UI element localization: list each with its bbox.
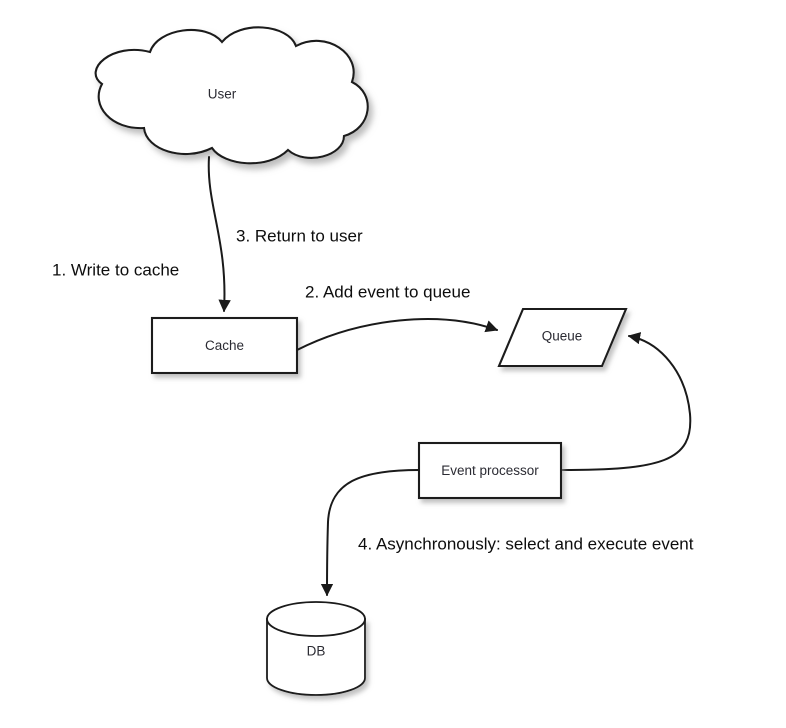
node-queue[interactable]: Queue [497, 307, 628, 368]
edge-processor-to-db [320, 469, 420, 597]
node-db-label: DB [307, 644, 326, 659]
edge-label-step-3: 3. Return to user [236, 226, 363, 245]
edge-cache-to-queue [296, 318, 499, 351]
node-db[interactable]: DB [266, 601, 366, 696]
edge-label-step-1: 1. Write to cache [52, 260, 179, 279]
node-queue-label: Queue [542, 329, 583, 344]
edge-label-step-4: 4. Asynchronously: select and execute ev… [358, 534, 694, 553]
node-user-label: User [208, 87, 237, 102]
node-cache[interactable]: Cache [150, 316, 299, 375]
node-user[interactable]: User [94, 26, 369, 165]
edge-user-to-cache [207, 156, 231, 313]
node-event-processor-label: Event processor [441, 463, 539, 478]
node-cache-label: Cache [205, 338, 244, 353]
edge-label-step-2: 2. Add event to queue [305, 282, 470, 301]
node-event-processor[interactable]: Event processor [417, 441, 563, 500]
edge-processor-to-queue [560, 332, 692, 471]
